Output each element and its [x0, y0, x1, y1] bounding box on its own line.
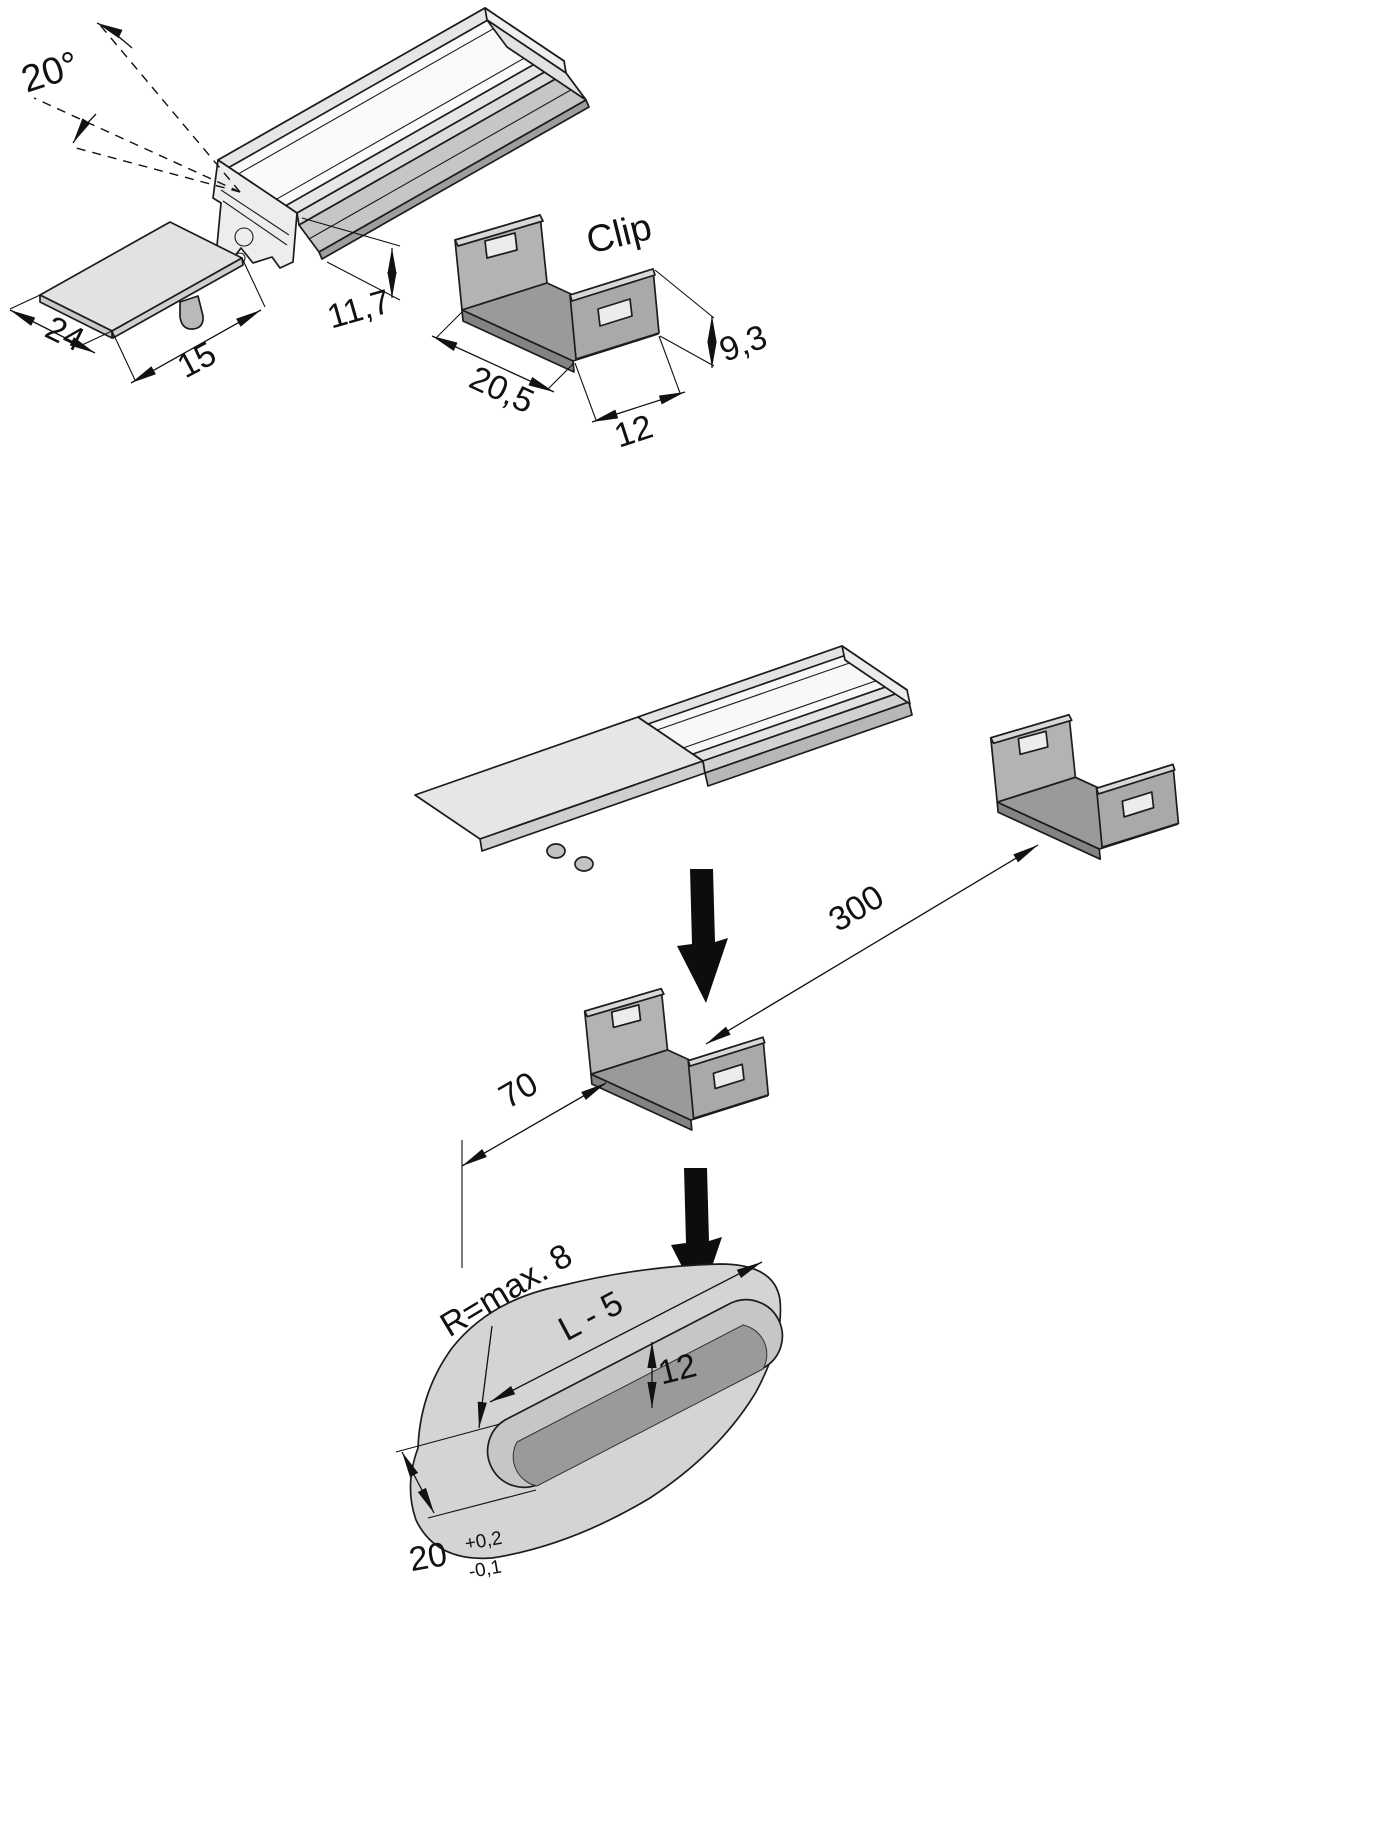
clip-end-distance-dimension-group: 70: [462, 1065, 606, 1268]
beam-angle-dimension: 20°: [16, 44, 84, 102]
clip-height-dimension-group: 9,3: [655, 270, 772, 370]
mounting-clip-middle: [583, 987, 770, 1131]
groove-recess-width-dimension-group: 20 +0,2 -0,1: [396, 1424, 536, 1583]
groove-width-dimension: 12: [654, 1346, 700, 1392]
mounting-clip-right: [989, 713, 1180, 860]
profile-foot: [575, 857, 593, 871]
profile-height-dimension: 11,7: [323, 282, 395, 336]
groove-tolerance-minus: -0,1: [467, 1557, 503, 1583]
clip-end-distance-dimension: 70: [493, 1065, 545, 1117]
end-cap-clip-foot: [180, 296, 203, 329]
groove-recess-width-dimension: 20: [406, 1535, 450, 1579]
clip-label: Clip: [582, 206, 656, 263]
press-in-arrow-upper: [677, 869, 728, 1003]
clip-length-dimension: 20,5: [464, 359, 540, 421]
groove-width-dimension-group: 12: [647, 1342, 700, 1408]
profile-isometric-view: [213, 8, 589, 268]
profile-with-cover: [415, 646, 912, 871]
clip-height-dimension: 9,3: [715, 318, 772, 370]
clip-spacing-dimension: 300: [822, 878, 890, 940]
angle-arrow-up: [97, 23, 132, 48]
clip-spacing-dimension-group: 300: [706, 845, 1038, 1044]
angle-arrow-down: [73, 114, 96, 143]
profile-foot: [547, 844, 565, 858]
beam-angle-annotation: 20°: [16, 23, 240, 192]
clip-width-dimension: 12: [610, 408, 658, 456]
end-cap-width-dimension: 15: [171, 335, 222, 386]
